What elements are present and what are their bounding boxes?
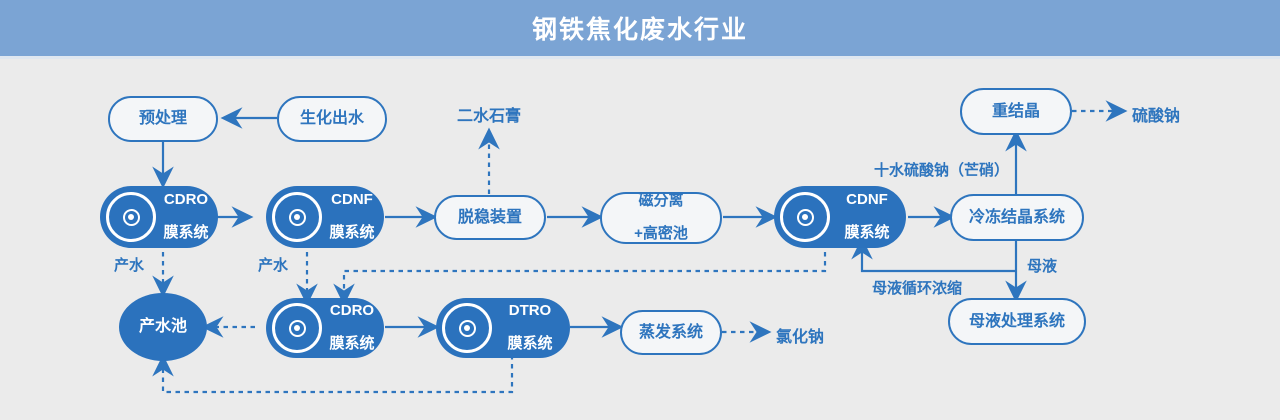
node-cdnf-right[interactable]: CDNF 膜系统 bbox=[774, 186, 906, 248]
edge-label-product-water-2: 产水 bbox=[258, 257, 289, 274]
node-dtro-bottom[interactable]: DTRO 膜系统 bbox=[436, 298, 570, 358]
node-dtro-bottom-sub: 膜系统 bbox=[507, 335, 553, 353]
page-title: 钢铁焦化废水行业 bbox=[531, 16, 748, 44]
node-cdnf-top-sub: 膜系统 bbox=[329, 224, 375, 242]
node-cdnf-top-code: CDNF bbox=[331, 191, 373, 209]
membrane-disc-icon bbox=[780, 192, 830, 242]
node-mother-liquor-system-label: 母液处理系统 bbox=[968, 312, 1065, 330]
node-pretreatment-label: 预处理 bbox=[138, 110, 187, 128]
node-bio-effluent[interactable]: 生化出水 bbox=[277, 96, 387, 142]
terminal-sodium-sulfate: 硫酸钠 bbox=[1132, 108, 1181, 125]
node-evaporation-label: 蒸发系统 bbox=[638, 323, 703, 341]
membrane-disc-icon bbox=[272, 303, 322, 353]
node-pretreatment[interactable]: 预处理 bbox=[108, 96, 218, 142]
node-cdnf-right-sub: 膜系统 bbox=[844, 224, 890, 242]
node-dtro-bottom-code: DTRO bbox=[508, 302, 552, 320]
node-bio-effluent-label: 生化出水 bbox=[299, 110, 364, 128]
page-header: 钢铁焦化废水行业 bbox=[0, 0, 1280, 56]
node-destabilizer[interactable]: 脱稳装置 bbox=[434, 195, 546, 240]
node-cdro-top-code: CDRO bbox=[163, 191, 209, 209]
terminal-sodium-chloride: 氯化钠 bbox=[776, 329, 825, 346]
edge-label-mother-liquor: 母液 bbox=[1027, 258, 1058, 275]
membrane-disc-icon bbox=[106, 192, 156, 242]
node-evaporation[interactable]: 蒸发系统 bbox=[620, 310, 722, 355]
node-cdro-top-sub: 膜系统 bbox=[163, 224, 209, 242]
membrane-disc-icon bbox=[442, 303, 492, 353]
terminal-gypsum: 二水石膏 bbox=[457, 108, 522, 125]
node-cdro-top[interactable]: CDRO 膜系统 bbox=[100, 186, 218, 248]
edge-label-glauber-salt: 十水硫酸钠（芒硝） bbox=[874, 162, 1010, 179]
node-magnetic-separation-line1: 磁分离 bbox=[638, 192, 684, 210]
node-recrystallization-label: 重结晶 bbox=[991, 102, 1040, 120]
node-magnetic-separation[interactable]: 磁分离 +高密池 bbox=[600, 192, 722, 244]
node-cdro-bottom-sub: 膜系统 bbox=[329, 335, 375, 353]
node-cdro-bottom[interactable]: CDRO 膜系统 bbox=[266, 298, 384, 358]
node-cdnf-top[interactable]: CDNF 膜系统 bbox=[266, 186, 384, 248]
node-cdnf-right-code: CDNF bbox=[846, 191, 888, 209]
membrane-disc-icon bbox=[272, 192, 322, 242]
node-product-water-pool[interactable]: 产水池 bbox=[119, 293, 207, 361]
edge-label-mother-liquor-recycle: 母液循环浓缩 bbox=[872, 280, 963, 297]
edge-label-product-water-1: 产水 bbox=[114, 257, 145, 274]
header-divider bbox=[0, 56, 1280, 59]
node-cdro-bottom-code: CDRO bbox=[329, 302, 375, 320]
node-mother-liquor-system[interactable]: 母液处理系统 bbox=[948, 298, 1086, 345]
node-destabilizer-label: 脱稳装置 bbox=[457, 208, 522, 226]
node-freeze-crystallization-label: 冷冻结晶系统 bbox=[968, 208, 1065, 226]
node-magnetic-separation-line2: +高密池 bbox=[634, 225, 688, 243]
node-product-water-pool-label: 产水池 bbox=[138, 318, 187, 336]
node-freeze-crystallization[interactable]: 冷冻结晶系统 bbox=[950, 194, 1084, 241]
node-recrystallization[interactable]: 重结晶 bbox=[960, 88, 1072, 135]
